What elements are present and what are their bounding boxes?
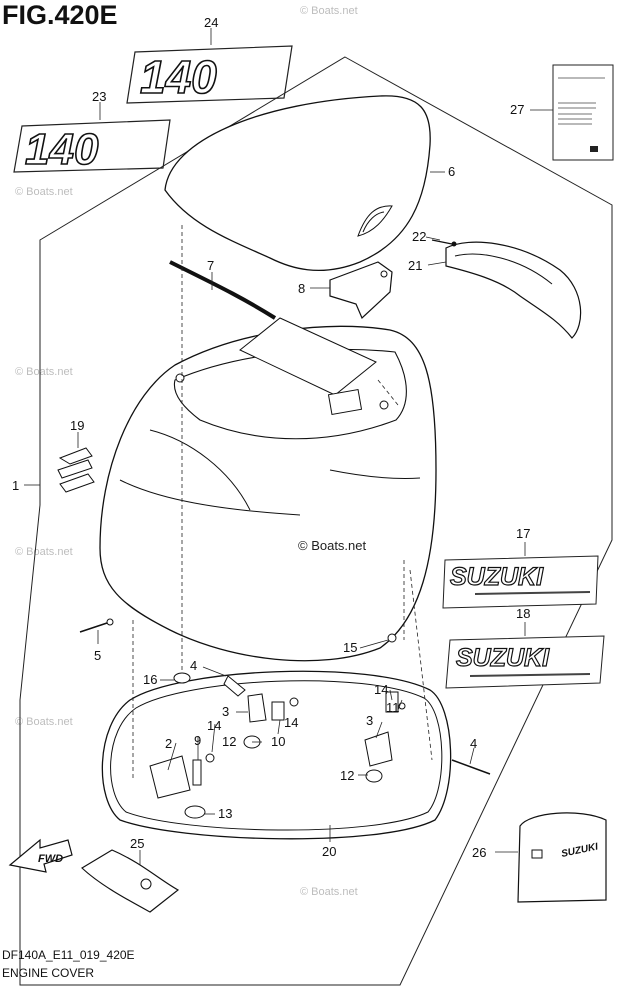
suzuki-brand-text: SUZUKI	[456, 644, 550, 672]
callout-21: 21	[408, 258, 422, 273]
suzuki-brand-text: SUZUKI	[450, 563, 544, 591]
cover-seal-ring	[101, 670, 452, 840]
watermark: © Boats.net	[300, 5, 358, 17]
watermark: © Boats.net	[15, 366, 73, 378]
callout-19: 19	[70, 418, 84, 433]
callout-3: 3	[366, 713, 373, 728]
center-watermark: © Boats.net	[298, 538, 367, 553]
tool-bag	[81, 849, 180, 913]
callout-14: 14	[207, 718, 221, 733]
suzuki-decal-upper: SUZUKI	[442, 555, 599, 609]
callout-10: 10	[271, 734, 285, 749]
callout-22: 22	[412, 229, 426, 244]
callout-20: 20	[322, 844, 336, 859]
callout-3: 3	[222, 704, 229, 719]
watermark: © Boats.net	[300, 886, 358, 898]
owners-manual	[552, 64, 614, 161]
suzuki-decal-lower: SUZUKI	[445, 635, 605, 689]
callout-27: 27	[510, 102, 524, 117]
callout-26: 26	[472, 845, 486, 860]
callout-15: 15	[343, 640, 357, 655]
fwd-label: FWD	[38, 853, 63, 865]
figure-title: FIG.420E	[2, 0, 118, 30]
callout-11: 11	[386, 700, 400, 715]
hardware-parts	[79, 618, 491, 819]
callout-4: 4	[470, 736, 477, 751]
callout-14: 14	[374, 682, 388, 697]
callout-numbers: 1 2 3 3 4 4 5 6 7 8 9 10 11 12 12 13 14 …	[12, 15, 530, 860]
callout-4: 4	[190, 658, 197, 673]
diagram-code: DF140A_E11_019_420E	[2, 948, 135, 962]
callout-9: 9	[194, 733, 201, 748]
callout-12: 12	[340, 768, 354, 783]
decal-140-text: 140	[25, 125, 99, 174]
callout-16: 16	[143, 672, 157, 687]
callout-23: 23	[92, 89, 106, 104]
diagram-name: ENGINE COVER	[2, 966, 95, 980]
suzuki-s-emblem	[57, 447, 95, 493]
callout-12: 12	[222, 734, 236, 749]
callout-7: 7	[207, 258, 214, 273]
forward-direction-arrow: FWD	[8, 838, 73, 873]
callout-14: 14	[284, 715, 298, 730]
alignment-lines	[132, 225, 433, 780]
callout-2: 2	[165, 736, 172, 751]
callout-13: 13	[218, 806, 232, 821]
top-cover	[164, 95, 431, 272]
callout-1: 1	[12, 478, 19, 493]
callout-5: 5	[94, 648, 101, 663]
engine-cover-body: © Boats.net	[99, 317, 437, 662]
callout-6: 6	[448, 164, 455, 179]
callout-17: 17	[516, 526, 530, 541]
callout-8: 8	[298, 281, 305, 296]
decal-140-text: 140	[140, 51, 217, 103]
callout-18: 18	[516, 606, 530, 621]
callout-25: 25	[130, 836, 144, 851]
seal-strip	[169, 260, 277, 320]
decal-140-large: 140	[126, 45, 293, 104]
leader-lines	[24, 28, 553, 865]
callout-24: 24	[204, 15, 218, 30]
decal-140-small: 140	[13, 119, 171, 175]
assembly-boundary	[19, 56, 613, 986]
watermark: © Boats.net	[15, 186, 73, 198]
watermark: © Boats.net	[15, 546, 73, 558]
cover-handle	[431, 239, 582, 339]
air-duct-bracket	[329, 261, 393, 320]
outboard-cover-bag: SUZUKI	[517, 812, 607, 903]
watermark: © Boats.net	[15, 716, 73, 728]
